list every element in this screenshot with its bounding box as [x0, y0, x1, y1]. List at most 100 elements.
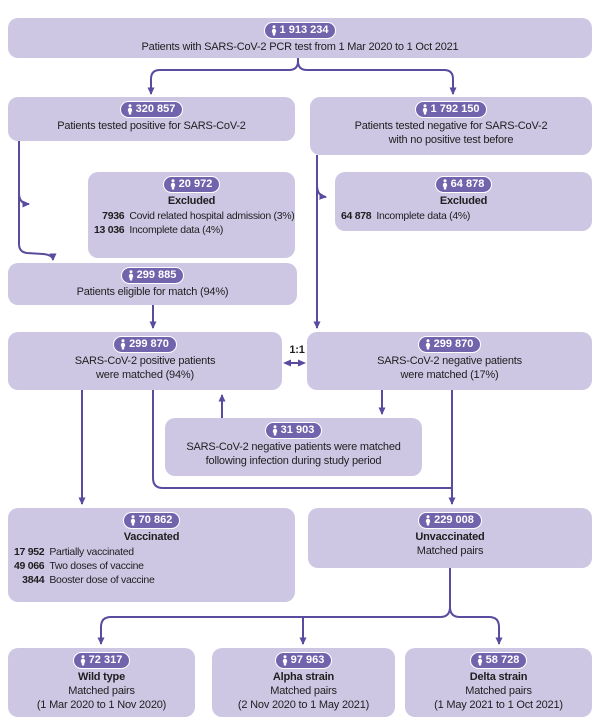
person-icon	[128, 269, 133, 280]
connector-total-to-negative	[297, 58, 457, 95]
box-title: Unvaccinated	[415, 530, 485, 543]
count-badge: 97 963	[274, 652, 333, 669]
count-value: 70 862	[138, 514, 173, 526]
box-title: Delta strain	[469, 670, 528, 683]
box-text: SARS-CoV-2 negative patients	[377, 354, 522, 367]
box-tested-positive: 320 857 Patients tested positive for SAR…	[8, 97, 295, 141]
connector-matchedpos-to-unvaccinated	[152, 390, 452, 489]
box-title: Wild type	[78, 670, 125, 683]
box-text: (2 Nov 2020 to 1 May 2021)	[237, 698, 370, 711]
box-title: Excluded	[167, 194, 216, 207]
box-text: with no positive test before	[388, 133, 514, 146]
box-alpha-strain: 97 963 Alpha strain Matched pairs (2 Nov…	[212, 648, 395, 717]
box-text: (1 Mar 2020 to 1 Nov 2020)	[36, 698, 167, 711]
connector-unvaccinated-to-delta	[449, 606, 503, 645]
count-badge: 299 870	[113, 336, 177, 353]
vaccination-list: 17 952 Partially vaccinated 49 066 Two d…	[8, 545, 295, 587]
person-icon	[282, 654, 287, 665]
count-value: 1 913 234	[279, 24, 329, 36]
person-icon	[80, 654, 85, 665]
row-number: 17 952	[14, 545, 45, 558]
row-label: Covid related hospital admission (3%)	[129, 209, 295, 222]
box-text: Patients tested positive for SARS-CoV-2	[57, 119, 246, 132]
person-icon	[422, 103, 427, 114]
ratio-arrowhead-left	[283, 359, 291, 367]
person-icon	[426, 514, 431, 525]
box-unvaccinated: 229 008 Unvaccinated Matched pairs	[308, 508, 592, 568]
box-vaccinated: 70 862 Vaccinated 17 952 Partially vacci…	[8, 508, 295, 602]
count-value: 299 870	[433, 338, 474, 350]
box-delta-strain: 58 728 Delta strain Matched pairs (1 May…	[405, 648, 592, 717]
box-text: (1 May 2021 to 1 Oct 2021)	[434, 698, 563, 711]
connector-negative-to-excluded	[316, 184, 327, 200]
count-badge: 1 913 234	[263, 22, 337, 39]
count-value: 299 870	[129, 338, 169, 350]
row-label: Booster dose of vaccine	[49, 573, 155, 586]
box-excluded-positive: 20 972 Excluded 7936 Covid related hospi…	[88, 172, 295, 258]
person-icon	[272, 424, 277, 435]
connector-positive-to-excluded	[18, 192, 30, 208]
person-icon	[425, 338, 430, 349]
count-value: 1 792 150	[430, 103, 480, 115]
row-label: Incomplete data (4%)	[129, 223, 224, 236]
count-badge: 1 792 150	[414, 101, 488, 118]
person-icon	[442, 178, 447, 189]
box-title: Alpha strain	[272, 670, 335, 683]
person-icon	[170, 178, 175, 189]
box-matched-positive: 299 870 SARS-CoV-2 positive patients wer…	[8, 332, 282, 390]
count-badge: 299 870	[417, 336, 482, 353]
box-text: were matched (94%)	[96, 368, 194, 381]
count-value: 64 878	[450, 178, 485, 190]
person-icon	[121, 338, 126, 349]
box-eligible: 299 885 Patients eligible for match (94%…	[8, 263, 297, 305]
row-number: 64 878	[341, 209, 372, 222]
box-text: Patients tested negative for SARS-CoV-2	[354, 119, 548, 132]
box-text: Patients with SARS-CoV-2 PCR test from 1…	[141, 40, 459, 53]
connector-unvaccinated-to-wild	[97, 568, 451, 645]
count-badge: 20 972	[162, 176, 221, 193]
box-text: were matched (17%)	[400, 368, 499, 381]
box-matched-negative: 299 870 SARS-CoV-2 negative patients wer…	[307, 332, 592, 390]
box-tested-negative: 1 792 150 Patients tested negative for S…	[310, 97, 592, 155]
person-icon	[130, 514, 135, 525]
row-number: 7936	[102, 209, 125, 222]
row-label: Partially vaccinated	[49, 545, 134, 558]
count-value: 97 963	[290, 654, 325, 666]
count-badge: 72 317	[72, 652, 131, 669]
connector-total-to-positive	[147, 58, 299, 95]
box-text: Matched pairs	[68, 684, 135, 697]
box-text: Patients eligible for match (94%)	[76, 285, 229, 298]
count-badge: 58 728	[469, 652, 528, 669]
count-badge: 31 903	[264, 422, 323, 439]
count-value: 229 008	[434, 514, 474, 526]
box-total-patients: 1 913 234 Patients with SARS-CoV-2 PCR t…	[8, 18, 592, 58]
row-number: 49 066	[14, 559, 45, 572]
box-wild-type: 72 317 Wild type Matched pairs (1 Mar 20…	[8, 648, 195, 717]
match-ratio-label: 1:1	[289, 344, 305, 356]
row-label: Incomplete data (4%)	[376, 209, 471, 222]
exclusion-list: 7936 Covid related hospital admission (3…	[88, 209, 295, 237]
box-title: Excluded	[439, 194, 488, 207]
row-number: 13 036	[94, 223, 125, 236]
box-title: Vaccinated	[123, 530, 180, 543]
count-value: 299 885	[136, 269, 177, 281]
exclusion-list: 64 878 Incomplete data (4%)	[335, 209, 592, 223]
count-value: 58 728	[485, 654, 520, 666]
person-icon	[271, 24, 276, 35]
connector-positive-to-eligible	[18, 141, 57, 261]
box-text: SARS-CoV-2 negative patients were matche…	[186, 440, 401, 453]
count-badge: 64 878	[434, 176, 493, 193]
count-badge: 70 862	[122, 512, 181, 529]
count-value: 320 857	[135, 103, 176, 115]
count-value: 31 903	[280, 424, 315, 436]
box-text: Matched pairs	[465, 684, 532, 697]
row-label: Two doses of vaccine	[49, 559, 144, 572]
count-value: 72 317	[88, 654, 123, 666]
count-badge: 320 857	[119, 101, 184, 118]
person-icon	[127, 103, 132, 114]
person-icon	[477, 654, 482, 665]
box-rematched-negative: 31 903 SARS-CoV-2 negative patients were…	[165, 418, 422, 476]
count-value: 20 972	[178, 178, 213, 190]
